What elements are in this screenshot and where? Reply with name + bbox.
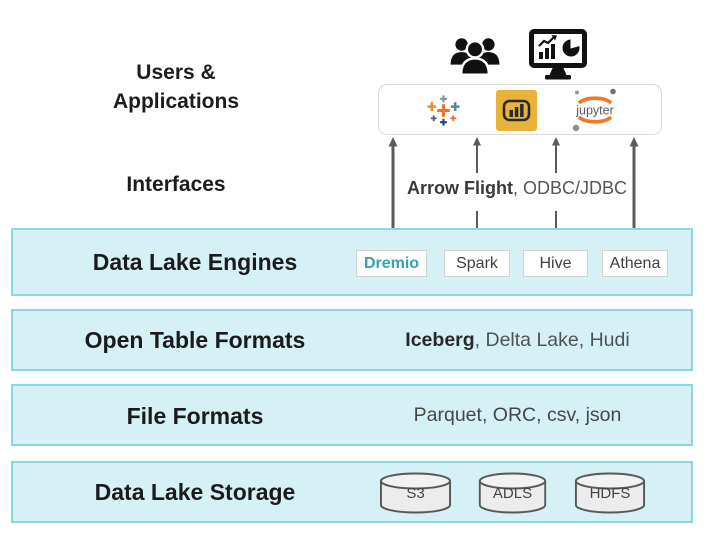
band-file-formats	[11, 384, 693, 446]
storage-cylinder-adls: ADLS	[477, 472, 548, 514]
power-bi-icon	[496, 90, 537, 131]
table-formats-bold: Iceberg	[405, 329, 475, 351]
protocol-rest: , ODBC/JDBC	[512, 178, 627, 198]
storage-label-s3: S3	[406, 485, 425, 502]
tableau-icon	[425, 92, 462, 129]
storage-label-adls: ADLS	[492, 485, 533, 502]
users-applications-label: Users & Applications	[66, 58, 286, 116]
storage-label-hdfs: HDFS	[589, 485, 631, 502]
file-formats-text: Parquet, ORC, csv, json	[413, 404, 622, 426]
interfaces-label: Interfaces	[126, 173, 226, 196]
jupyter-icon: jupyter	[563, 87, 627, 134]
open-table-formats-label: Open Table Formats	[84, 327, 306, 353]
storage-cylinder-s3: S3	[378, 472, 453, 514]
table-formats-text: Iceberg, Delta Lake, Hudi	[360, 329, 675, 352]
data-lake-storage-label: Data Lake Storage	[94, 479, 296, 505]
jupyter-wordmark: jupyter	[575, 104, 614, 118]
users-label-line1: Users &	[136, 61, 216, 84]
engine-box-athena: Athena	[602, 250, 668, 277]
dashboard-monitor-icon	[528, 28, 588, 84]
users-label-line2: Applications	[112, 90, 239, 113]
protocol-bold: Arrow Flight	[406, 178, 513, 198]
engine-box-spark: Spark	[444, 250, 510, 277]
users-group-icon	[449, 34, 501, 78]
engine-box-hive: Hive	[523, 250, 588, 277]
storage-cylinder-hdfs: HDFS	[573, 472, 647, 514]
interface-protocols-text: Arrow Flight, ODBC/JDBC	[402, 178, 632, 199]
file-formats-label: File Formats	[126, 403, 264, 429]
band-open-table-formats	[11, 309, 693, 371]
table-formats-rest: , Delta Lake, Hudi	[474, 329, 630, 351]
applications-box: jupyter	[378, 84, 662, 135]
data-lake-engines-label: Data Lake Engines	[92, 249, 298, 275]
engine-box-dremio: Dremio	[356, 250, 427, 277]
